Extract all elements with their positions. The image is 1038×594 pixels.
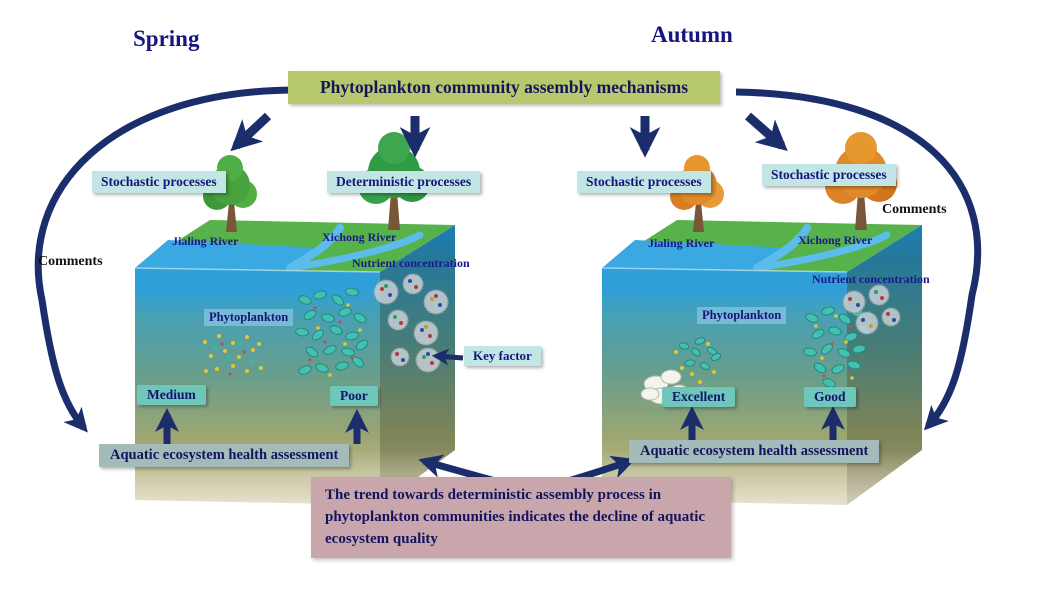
spring-medium-community <box>203 334 263 376</box>
autumn-xichong-river-label: Xichong River <box>798 233 873 247</box>
key-factor-label: Key factor <box>464 346 541 366</box>
conclusion-box: The trend towards deterministic assembly… <box>311 477 731 559</box>
autumn-nutrient-label: Nutrient concentration <box>812 272 930 286</box>
autumn-rating-excellent: Excellent <box>662 387 736 407</box>
arrow-title-to-spring-stochastic <box>230 112 272 152</box>
spring-nutrient-label: Nutrient concentration <box>352 256 470 270</box>
comments-label-left: Comments <box>38 254 103 269</box>
main-title: Phytoplankton community assembly mechani… <box>288 71 720 104</box>
autumn-assessment-box: Aquatic ecosystem health assessment <box>629 440 880 463</box>
autumn-phytoplankton-label: Phytoplankton <box>697 307 787 324</box>
comments-label-right: Comments <box>882 202 947 217</box>
spring-xichong-river-label: Xichong River <box>322 230 397 244</box>
arrow-comments-loop-right <box>735 88 982 431</box>
autumn-jialing-river-label: Jialing River <box>648 236 715 250</box>
autumn-excellent-community <box>674 337 722 384</box>
autumn-season-label: Autumn <box>651 22 733 47</box>
autumn-stochastic-process-box-right: Stochastic processes <box>762 164 896 186</box>
arrow-keyfactor <box>431 348 464 366</box>
autumn-stochastic-process-box-left: Stochastic processes <box>577 171 711 193</box>
spring-rating-medium: Medium <box>137 385 206 405</box>
spring-season-label: Spring <box>133 26 200 51</box>
spring-rating-poor: Poor <box>330 386 378 406</box>
arrow-title-to-autumn-stochastic-right <box>745 112 788 152</box>
spring-poor-community <box>295 287 369 377</box>
spring-assessment-box: Aquatic ecosystem health assessment <box>99 444 350 467</box>
spring-jialing-river-label: Jialing River <box>172 234 239 248</box>
arrow-comments-loop-left <box>34 86 293 433</box>
autumn-nutrient-particles <box>842 284 901 335</box>
spring-stochastic-process-box: Stochastic processes <box>92 171 226 193</box>
spring-phytoplankton-label: Phytoplankton <box>204 309 294 326</box>
autumn-rating-good: Good <box>804 387 856 407</box>
spring-nutrient-particles <box>373 273 449 373</box>
spring-deterministic-process-box: Deterministic processes <box>327 171 481 193</box>
